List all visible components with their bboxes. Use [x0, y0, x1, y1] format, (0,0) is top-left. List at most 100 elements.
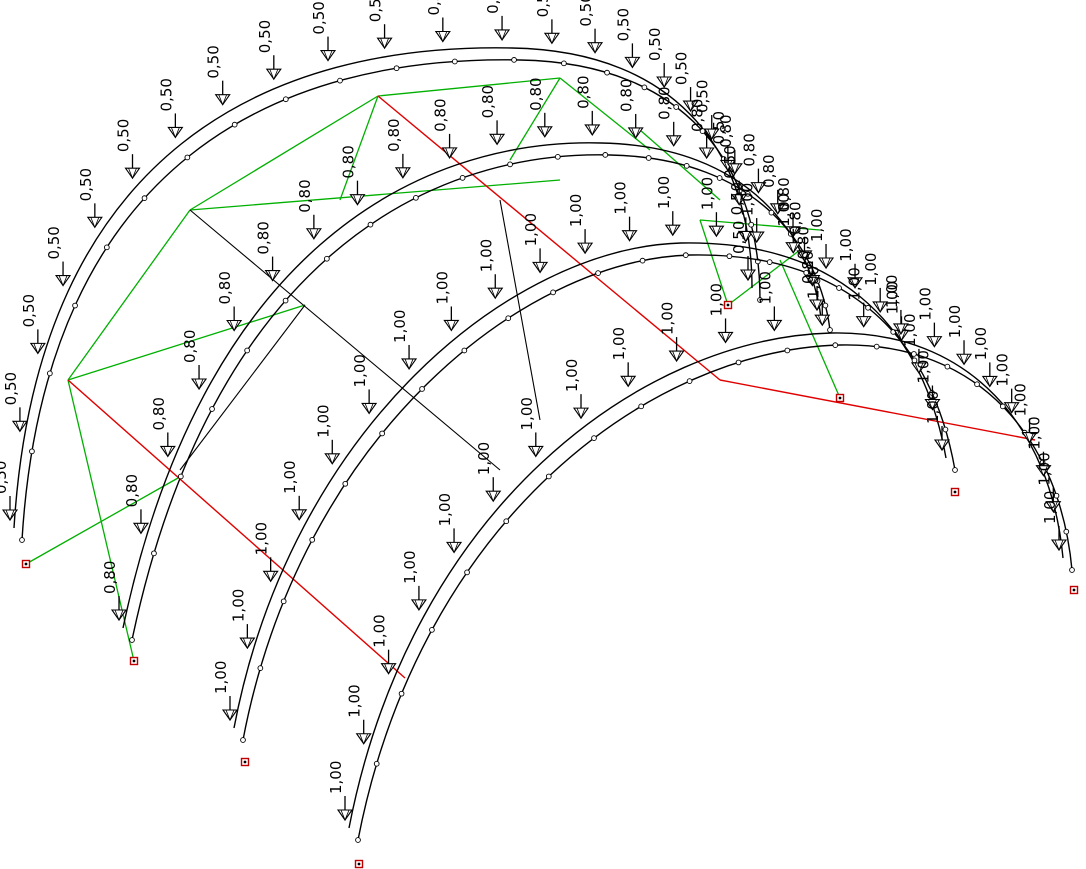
arch-node[interactable] [784, 347, 791, 354]
pinned-support-icon[interactable] [21, 559, 31, 569]
arch-node[interactable] [545, 473, 552, 480]
arch-node[interactable] [511, 57, 517, 63]
arch-inner-chord[interactable] [357, 344, 841, 841]
pinned-support-icon[interactable] [950, 487, 960, 497]
arch-node[interactable] [832, 342, 839, 349]
arch-node[interactable] [561, 60, 567, 67]
arch-node[interactable] [244, 347, 250, 354]
arch-node[interactable] [604, 69, 610, 76]
arch-node[interactable] [309, 536, 316, 543]
arch-node[interactable] [459, 175, 466, 181]
arch-node[interactable] [836, 285, 842, 291]
arch-node[interactable] [72, 302, 78, 309]
arch-node[interactable] [280, 598, 287, 605]
arch-node[interactable] [413, 194, 419, 201]
arch-node[interactable] [451, 58, 458, 65]
arch-node[interactable] [591, 435, 597, 441]
pinned-support-icon[interactable] [129, 656, 139, 666]
arch-node[interactable] [873, 343, 880, 350]
arch-node[interactable] [398, 690, 405, 697]
arch-node[interactable] [639, 257, 646, 264]
arch-node[interactable] [822, 302, 829, 309]
arch-outer-chord[interactable] [122, 142, 602, 629]
load-value-label: 0,50 [710, 111, 728, 144]
arch-node[interactable] [602, 152, 609, 158]
arch-outer-chord[interactable] [233, 242, 682, 729]
arch-node[interactable] [240, 737, 246, 743]
arch-node[interactable] [645, 155, 652, 161]
pinned-support-icon[interactable] [723, 300, 733, 310]
arch-node[interactable] [1069, 567, 1075, 573]
arch-node[interactable] [151, 550, 157, 557]
pinned-support-icon[interactable] [354, 859, 364, 869]
arch-node[interactable] [686, 378, 693, 384]
arch-node[interactable] [716, 175, 723, 181]
arch-node[interactable] [257, 665, 264, 671]
arch-node[interactable] [373, 760, 380, 767]
pinned-support-icon[interactable] [1069, 585, 1079, 595]
arch-node[interactable] [19, 537, 25, 543]
arch-node[interactable] [282, 96, 289, 103]
arch-node[interactable] [324, 255, 330, 262]
arch-node[interactable] [184, 154, 191, 161]
arch-node[interactable] [641, 84, 648, 91]
arch-node[interactable] [827, 327, 833, 333]
arch-node[interactable] [429, 627, 435, 633]
arch-node[interactable] [768, 209, 775, 216]
arch-node[interactable] [638, 403, 645, 410]
arch-outer-chord[interactable] [348, 332, 832, 829]
arch-node[interactable] [595, 270, 601, 276]
arch-outer-chord[interactable] [13, 47, 513, 529]
arch-node[interactable] [103, 244, 110, 251]
arch-node[interactable] [461, 347, 468, 354]
arch-node[interactable] [393, 65, 400, 72]
arch-node[interactable] [129, 637, 135, 643]
arch-node[interactable] [911, 351, 917, 357]
arch-node[interactable] [503, 518, 510, 525]
arch-node[interactable] [1053, 492, 1060, 499]
arch-node[interactable] [231, 121, 238, 128]
pinned-support-icon[interactable] [835, 393, 845, 403]
arch-node[interactable] [1063, 528, 1070, 535]
arch-node[interactable] [748, 221, 755, 228]
arch-node[interactable] [683, 162, 690, 169]
arch-node[interactable] [766, 259, 773, 265]
arch-node[interactable] [337, 77, 343, 84]
arch-node[interactable] [209, 406, 215, 412]
pinned-support-icon[interactable] [240, 757, 250, 767]
arch-node[interactable] [865, 304, 871, 311]
arch-inner-chord[interactable] [21, 59, 521, 541]
arch-node[interactable] [29, 448, 35, 455]
arch-node[interactable] [367, 221, 374, 228]
arch-node[interactable] [999, 403, 1006, 410]
arch-outer-chord[interactable] [600, 142, 822, 319]
arch-node[interactable] [419, 386, 425, 392]
arch-node[interactable] [673, 104, 680, 110]
arch-node[interactable] [141, 195, 148, 202]
load-arrow-icon [190, 364, 208, 391]
arch-node[interactable] [379, 430, 385, 437]
arch-inner-chord[interactable] [242, 254, 691, 741]
arch-node[interactable] [507, 161, 513, 168]
arch-node[interactable] [735, 359, 742, 366]
arch-node[interactable] [952, 467, 958, 473]
arch-node[interactable] [355, 837, 361, 843]
arch-node[interactable] [944, 363, 951, 370]
arch-node[interactable] [682, 252, 689, 259]
arch-node[interactable] [177, 473, 184, 480]
arch-node[interactable] [554, 153, 561, 160]
arch-node[interactable] [974, 381, 980, 388]
arch-node[interactable] [757, 297, 763, 303]
arch-node[interactable] [342, 480, 349, 487]
arch-node[interactable] [726, 253, 733, 260]
load-arrow-facet [33, 343, 43, 355]
arch-node[interactable] [699, 128, 706, 134]
arch-node[interactable] [505, 315, 512, 322]
arch-node[interactable] [550, 289, 556, 296]
arch-node[interactable] [942, 426, 949, 433]
arch-node[interactable] [464, 569, 470, 576]
arch-node[interactable] [282, 297, 289, 304]
load-arrow-head [349, 194, 366, 206]
arch-node[interactable] [46, 370, 53, 377]
